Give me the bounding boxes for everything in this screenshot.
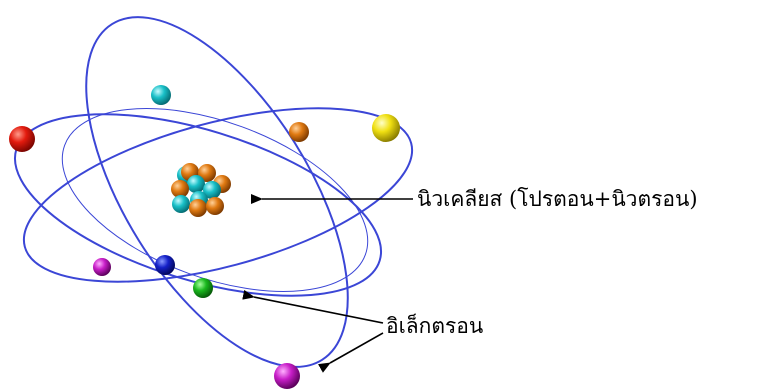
proton <box>189 199 207 217</box>
neutron <box>203 181 221 199</box>
orbit-3 <box>85 16 349 368</box>
neutron <box>187 175 205 193</box>
electron-yellow <box>372 114 400 142</box>
proton <box>171 180 189 198</box>
electron-label: อิเล็กตรอน <box>386 314 484 338</box>
electron-arrow-lower <box>317 332 384 373</box>
electron-magenta <box>93 258 111 276</box>
neutron <box>172 195 190 213</box>
arrows <box>242 194 413 373</box>
proton <box>206 197 224 215</box>
orbit-1 <box>22 107 414 283</box>
orbits <box>13 16 414 368</box>
proton <box>198 164 216 182</box>
nucleus <box>171 163 231 217</box>
electron-red <box>9 126 35 152</box>
electron-green <box>193 278 213 298</box>
electron-arrow-upper <box>242 289 384 324</box>
electron-orange <box>289 122 309 142</box>
electron-cyan <box>151 85 171 105</box>
orbit-4 <box>61 108 369 292</box>
electron-blue <box>155 255 175 275</box>
nucleus-label: นิวเคลียส (โปรตอน+นิวตรอน) <box>417 187 698 211</box>
electrons <box>9 85 400 389</box>
electron-magenta <box>274 363 300 389</box>
